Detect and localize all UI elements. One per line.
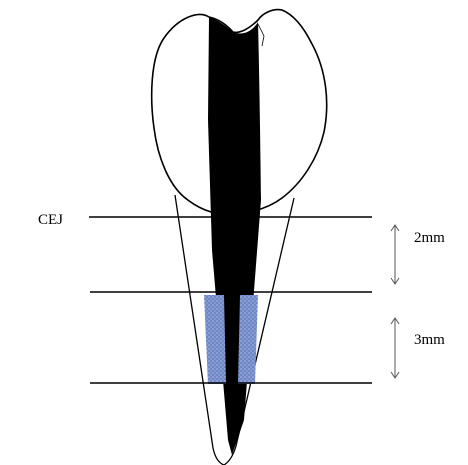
coronal-measure-arrow xyxy=(391,225,399,284)
apical-measure-label: 3mm xyxy=(414,332,445,348)
barrier-material-right xyxy=(238,295,258,384)
cej-label: CEJ xyxy=(38,212,63,228)
coronal-measure-label: 2mm xyxy=(414,230,445,246)
apical-measure-arrow xyxy=(391,318,399,378)
